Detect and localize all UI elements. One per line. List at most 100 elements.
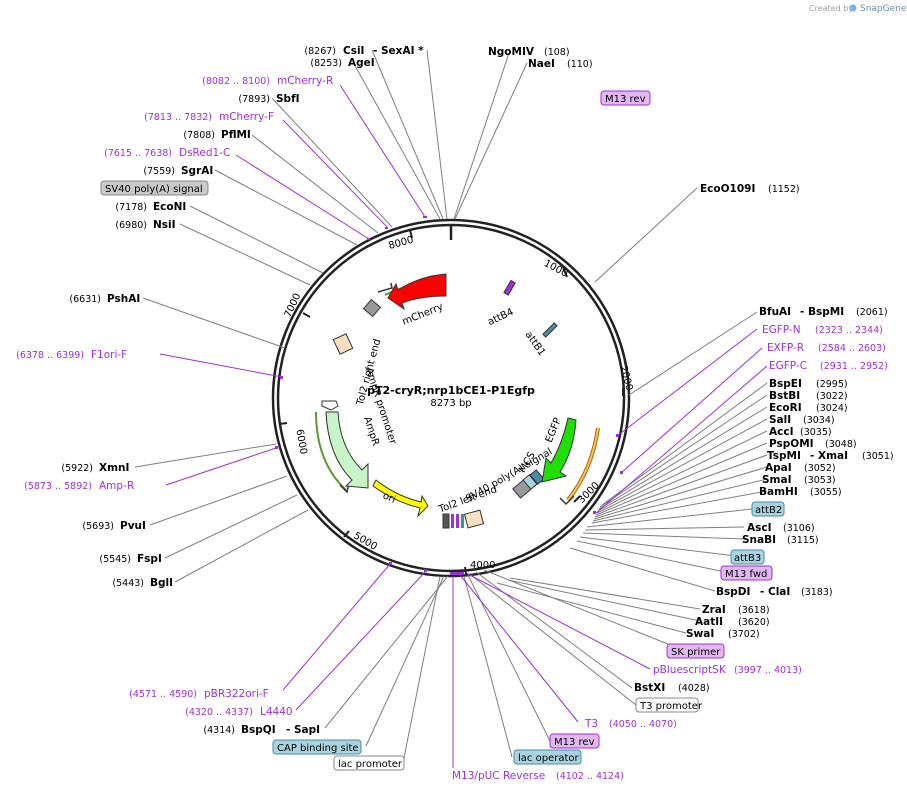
feature-egfp[interactable]: EGFP <box>541 416 600 506</box>
primer-labels: (8082 .. 8100) mCherry-R (7813 .. 7832) … <box>16 75 888 782</box>
feature-attb4[interactable]: attB4 <box>486 279 516 328</box>
site-name-ecoo109i[interactable]: EcoO109I <box>700 183 755 195</box>
site-name-ecori[interactable]: EcoRI <box>769 402 802 414</box>
site-pos-sgrai: (7559) <box>143 166 175 177</box>
site-name-csii[interactable]: CsiI <box>343 45 364 57</box>
primer-pos-exfp-r: (2584 .. 2603) <box>818 343 886 354</box>
box-lac-operator[interactable]: lac operator <box>513 749 582 765</box>
site-name-asci[interactable]: AscI <box>747 522 772 534</box>
credit-brand: SnapGene <box>860 4 907 14</box>
box-lac-promoter[interactable]: lac promoter <box>333 755 405 771</box>
site-name-bspmi[interactable]: BspMI <box>808 306 844 318</box>
site-name-sbfi[interactable]: SbfI <box>276 93 300 105</box>
feature-label-mcherry: mCherry <box>401 301 445 327</box>
feature-mcherry[interactable]: mCherry <box>377 273 447 328</box>
site-name-econi[interactable]: EcoNI <box>153 201 186 213</box>
site-name-nsii[interactable]: NsiI <box>153 219 176 231</box>
site-pos-csii: (8267) <box>304 46 336 57</box>
primer-name-f1ori-f[interactable]: F1ori-F <box>91 349 127 361</box>
box-cap-binding-site[interactable]: CAP binding site <box>272 739 362 755</box>
site-name-pflmi[interactable]: PflMI <box>221 129 251 141</box>
site-name-naei[interactable]: NaeI <box>528 58 555 70</box>
site-labels: (8267) CsiI - SexAI * (8253) AgeI NgoMIV… <box>61 45 893 736</box>
site-name-acci[interactable]: AccI <box>769 426 793 438</box>
site-name-xmai[interactable]: XmaI <box>818 450 848 462</box>
feature-tol2-right-end[interactable] <box>332 333 354 355</box>
site-name-sapi[interactable]: SapI <box>294 724 320 736</box>
site-name-clai[interactable]: ClaI <box>768 586 790 598</box>
site-name-bamhi[interactable]: BamHI <box>759 486 798 498</box>
site-name-bgli[interactable]: BglI <box>150 577 173 589</box>
primer-name-mcherry-r[interactable]: mCherry-R <box>277 75 333 87</box>
site-name-bfuai[interactable]: BfuAI <box>759 306 791 318</box>
primer-pos-dsred1-c: (7615 .. 7638) <box>104 148 172 159</box>
primer-pos-m13puc-reverse: (4102 .. 4124) <box>556 771 624 782</box>
feature-ampr[interactable]: AmpR <box>315 411 381 494</box>
site-name-sali[interactable]: SalI <box>769 414 791 426</box>
primer-name-pbr322ori-f[interactable]: pBR322ori-F <box>204 688 269 700</box>
box-m13-rev-bottom[interactable]: M13 rev <box>549 733 600 749</box>
box-sv40-polya[interactable]: SV40 poly(A) signal <box>100 180 209 196</box>
primer-pos-pbluescriptsk: (3997 .. 4013) <box>734 665 802 676</box>
site-name-snabi[interactable]: SnaBI <box>742 534 776 546</box>
primer-pos-egfp-n: (2323 .. 2344) <box>815 325 883 336</box>
box-m13-rev-top[interactable]: M13 rev <box>600 90 651 106</box>
site-name-tspmi[interactable]: TspMI <box>767 450 801 462</box>
primer-name-egfp-c[interactable]: EGFP-C <box>769 360 807 372</box>
site-pos-xmni: (5922) <box>61 463 93 474</box>
site-name-pvui[interactable]: PvuI <box>120 520 146 532</box>
site-name-agei[interactable]: AgeI <box>348 57 375 69</box>
svg-text:M13 fwd: M13 fwd <box>725 569 767 580</box>
box-m13-fwd[interactable]: M13 fwd <box>720 565 773 581</box>
primer-name-dsred1-c[interactable]: DsRed1-C <box>179 147 230 159</box>
boxed-labels: M13 rev SV40 poly(A) signal attB2 attB3 … <box>100 90 785 771</box>
primer-pos-mcherry-r: (8082 .. 8100) <box>202 76 270 87</box>
plasmid-size: 8273 bp <box>430 398 471 409</box>
primer-name-m13puc-reverse[interactable]: M13/pUC Reverse <box>452 770 545 782</box>
primer-name-t3[interactable]: T3 <box>584 718 598 730</box>
site-name-aatii[interactable]: AatII <box>695 616 723 628</box>
site-name-fspi[interactable]: FspI <box>137 553 162 565</box>
feature-attb1[interactable]: attB1 <box>523 322 558 358</box>
primer-name-mcherry-f[interactable]: mCherry-F <box>219 111 274 123</box>
primer-name-pbluescriptsk[interactable]: pBluescriptSK <box>653 664 727 676</box>
site-name-sgrai[interactable]: SgrAI <box>181 165 213 177</box>
site-name-ngomiv[interactable]: NgoMIV <box>488 46 535 58</box>
primer-name-exfp-r[interactable]: EXFP-R <box>767 342 804 354</box>
site-pos-sbfi: (7893) <box>238 94 270 105</box>
box-sk-primer[interactable]: SK primer <box>666 643 725 659</box>
primer-name-l4440[interactable]: L4440 <box>260 706 293 718</box>
site-pos-bgli: (5443) <box>112 578 144 589</box>
tick-label-4000: 4000 <box>470 560 495 571</box>
site-name-psponmi[interactable]: PspOMI <box>769 438 814 450</box>
feature-ampr-promoter-arrow[interactable] <box>321 400 339 411</box>
primer-name-amp-r[interactable]: Amp-R <box>99 480 134 492</box>
site-sep-tspmi: - <box>810 450 814 462</box>
site-name-smai[interactable]: SmaI <box>762 474 792 486</box>
primer-pos-egfp-c: (2931 .. 2952) <box>820 361 888 372</box>
site-name-pshai[interactable]: PshAI <box>107 293 140 305</box>
svg-text:CAP binding site: CAP binding site <box>277 743 359 754</box>
feature-label-attb4: attB4 <box>486 307 515 328</box>
site-pos-bspqi: (4314) <box>203 725 235 736</box>
site-name-bstxi[interactable]: BstXI <box>634 682 665 694</box>
box-attb2[interactable]: attB2 <box>751 501 785 517</box>
site-name-bspei[interactable]: BspEI <box>769 378 802 390</box>
site-name-swai[interactable]: SwaI <box>686 628 714 640</box>
leader-lines <box>134 49 768 768</box>
site-name-bspqi[interactable]: BspQI <box>241 724 276 736</box>
site-name-xmni[interactable]: XmnI <box>99 462 129 474</box>
site-pos-naei: (110) <box>567 59 593 70</box>
svg-text:attB3: attB3 <box>734 553 761 564</box>
primer-pos-pbr322ori-f: (4571 .. 4590) <box>129 689 197 700</box>
box-t3-promoter[interactable]: T3 promoter <box>635 697 703 713</box>
feature-ori[interactable]: ori <box>372 479 429 518</box>
site-name-bspdi[interactable]: BspDI <box>716 586 750 598</box>
site-name-sexai[interactable]: SexAI * <box>381 45 424 57</box>
primer-name-egfp-n[interactable]: EGFP-N <box>762 324 801 336</box>
site-name-bstbi[interactable]: BstBI <box>769 390 800 402</box>
site-name-zrai[interactable]: ZraI <box>702 604 726 616</box>
feature-sv40-mcs-block[interactable] <box>512 469 545 499</box>
box-attb3[interactable]: attB3 <box>730 549 765 565</box>
site-name-apai[interactable]: ApaI <box>765 462 792 474</box>
